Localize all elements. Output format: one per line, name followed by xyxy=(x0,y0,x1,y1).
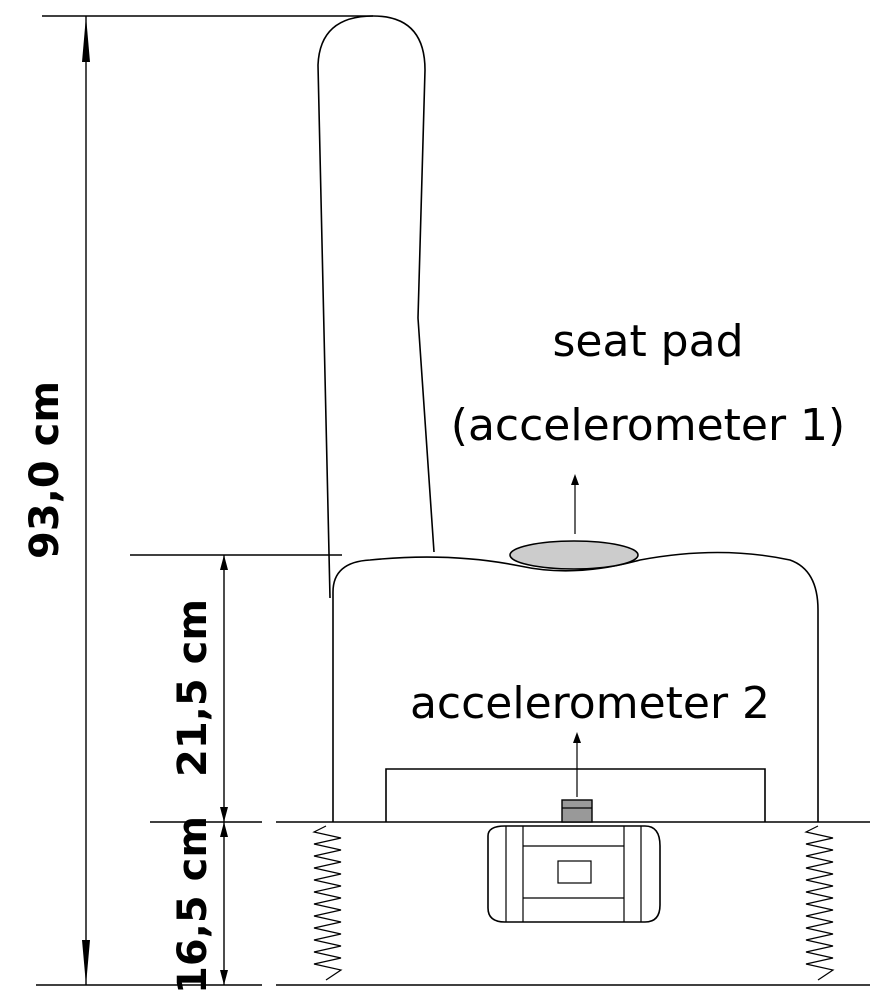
left-spring xyxy=(312,825,343,981)
accelerometer-1-label: (accelerometer 1) xyxy=(451,400,845,451)
seat-cushion xyxy=(332,551,819,822)
accelerometer-2-arrow-head xyxy=(573,732,581,743)
accelerometer-2-label: accelerometer 2 xyxy=(410,678,770,729)
total-height-arrow-top xyxy=(82,16,90,62)
seat-pad-label: seat pad xyxy=(552,316,743,367)
base-height-label: 16,5 cm xyxy=(170,816,216,994)
seat-height-arrow-top xyxy=(220,555,228,570)
base-height-arrow-bottom xyxy=(220,970,228,985)
total-height-arrow-bottom xyxy=(82,940,90,985)
seat-base-frame xyxy=(385,768,766,822)
seat-height-label: 21,5 cm xyxy=(170,599,216,777)
actuator xyxy=(487,825,661,923)
backrest xyxy=(317,15,435,599)
seat-height-arrow-bottom xyxy=(220,807,228,822)
seat-pad-arrow-head xyxy=(571,474,579,485)
base-height-arrow-top xyxy=(220,822,228,837)
right-spring xyxy=(804,825,835,981)
accelerometer-2 xyxy=(561,799,593,823)
total-height-label: 93,0 cm xyxy=(22,381,68,559)
seat-pad-accelerometer-1 xyxy=(509,540,639,570)
